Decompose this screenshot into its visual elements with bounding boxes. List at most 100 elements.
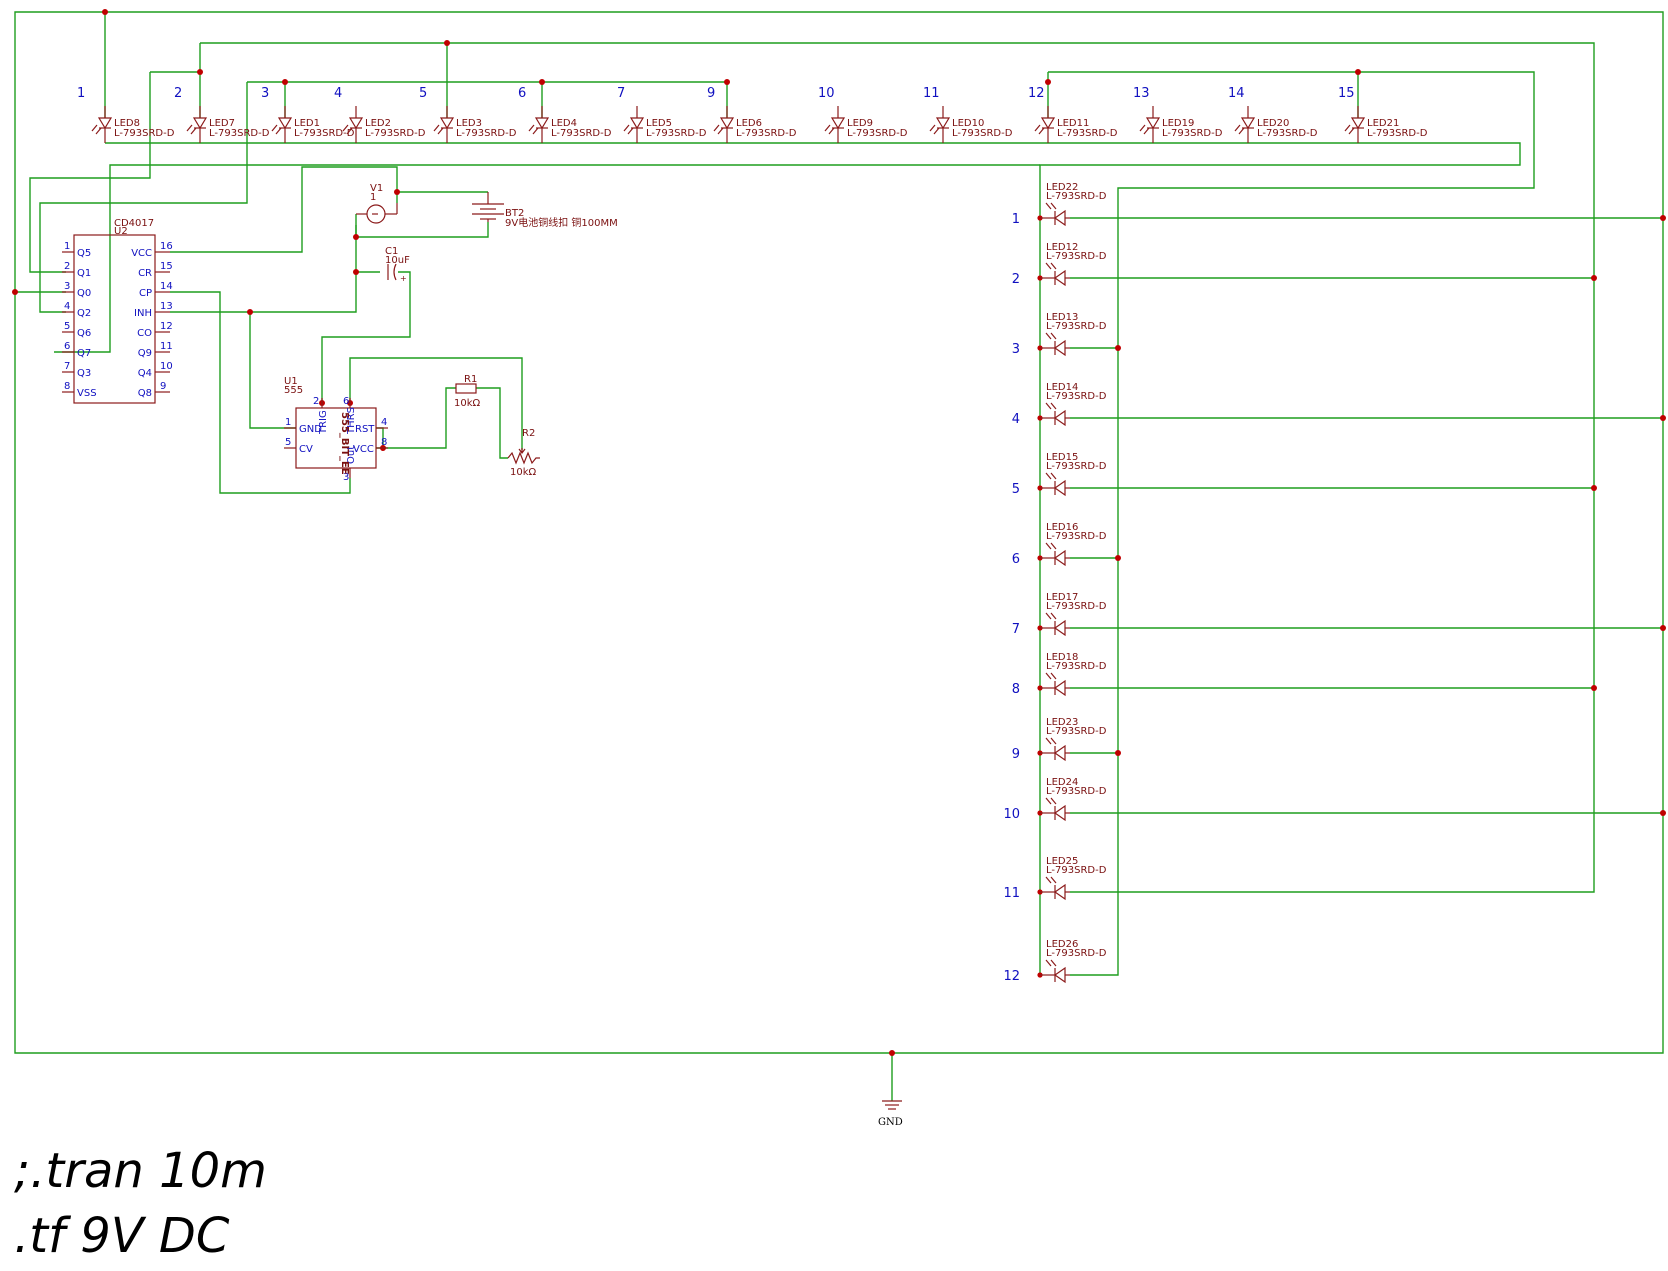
top-led-part: L-793SRD-D [847,128,908,139]
right-led-net-number: 3 [1012,342,1020,357]
top-led-part: L-793SRD-D [736,128,797,139]
right-led-net-number: 12 [1003,969,1020,984]
u2-value: CD4017 [114,218,154,229]
top-led-ref: LED9 [847,118,873,129]
right-led-ref: LED23 [1046,717,1078,728]
u2-left-pin-name: Q3 [77,368,91,379]
u2-ref: U2 [114,226,128,237]
right-led-part: L-793SRD-D [1046,461,1107,472]
u1-cv-num: 5 [285,437,291,448]
right-led-ref: LED17 [1046,592,1078,603]
u2-right-pin-name: INH [134,308,152,319]
right-led-part: L-793SRD-D [1046,391,1107,402]
u2-left-pin-name: VSS [77,388,97,399]
r1-resistor: R1 10kΩ [454,374,481,409]
top-led-net-number: 11 [923,86,940,101]
right-led-net-number: 9 [1012,747,1020,762]
u1-cv-name: CV [299,444,313,455]
top-led-part: L-793SRD-D [952,128,1013,139]
top-led-net-number: 14 [1228,86,1245,101]
right-led-part: L-793SRD-D [1046,601,1107,612]
c1-plus-sign: + [400,274,407,283]
r2-value: 10kΩ [510,467,537,478]
u2-right-pin-name: VCC [131,248,152,259]
u1-value: 555 [284,385,303,396]
top-led-part: L-793SRD-D [365,128,426,139]
u1-vcc-name: VCC [353,444,374,455]
right-led-ref: LED24 [1046,777,1078,788]
r2-ref: R2 [522,428,535,439]
c1-capacitor: + C1 10uF [385,246,410,283]
u2-right-pin-num: 16 [160,241,173,252]
top-led-ref: LED1 [294,118,320,129]
right-led-net-number: 6 [1012,552,1020,567]
right-led-net-number: 2 [1012,272,1020,287]
sim-directive-tf: .tf 9V DC [14,1208,230,1264]
right-led-part: L-793SRD-D [1046,321,1107,332]
bt2-value: 9V电池铜线扣 铜100MM [505,216,618,229]
right-led-net-number: 1 [1012,212,1020,227]
top-led-part: L-793SRD-D [551,128,612,139]
right-led-ref: LED25 [1046,856,1078,867]
top-led-ref: LED4 [551,118,577,129]
top-led-ref: LED21 [1367,118,1399,129]
u2-right-pin-num: 9 [160,381,166,392]
right-led-column: 1LED22L-793SRD-D2LED12L-793SRD-D3LED13L-… [1003,182,1106,984]
u2-right-pin-num: 11 [160,341,173,352]
v1-ref: V1 [370,183,383,194]
u2-right-pin-name: CO [137,328,152,339]
u1-thrs-num: 6 [343,396,349,407]
u2-right-pin-name: Q8 [138,388,152,399]
u2-left-pin-name: Q7 [77,348,91,359]
u1-out-name: Out [346,446,357,464]
u1-out-num: 3 [343,472,349,483]
u2-left-pin-num: 7 [64,361,70,372]
wires [14,11,1664,1101]
u2-left-pin-num: 6 [64,341,70,352]
right-led-part: L-793SRD-D [1046,661,1107,672]
u2-right-pin-num: 10 [160,361,173,372]
top-led-ref: LED11 [1057,118,1089,129]
right-led-ref: LED13 [1046,312,1078,323]
top-led-part: L-793SRD-D [209,128,270,139]
top-led-ref: LED19 [1162,118,1194,129]
u1-trig-num: 2 [313,396,319,407]
right-led-part: L-793SRD-D [1046,191,1107,202]
right-led-ref: LED14 [1046,382,1078,393]
right-led-net-number: 4 [1012,412,1020,427]
u1-gnd-num: 1 [285,417,291,428]
u2-left-pin-name: Q0 [77,288,91,299]
c1-ref: C1 [385,246,398,257]
r2-potentiometer: R2 10kΩ [507,428,540,478]
top-led-part: L-793SRD-D [456,128,517,139]
right-led-net-number: 8 [1012,682,1020,697]
top-led-net-number: 1 [77,86,85,101]
top-led-ref: LED8 [114,118,140,129]
u1-rst-name: RST [355,424,375,435]
right-led-net-number: 7 [1012,622,1020,637]
right-led-part: L-793SRD-D [1046,865,1107,876]
u1-vcc-num: 8 [381,437,387,448]
u2-left-pin-num: 5 [64,321,70,332]
u1-gnd-name: GND [299,424,322,435]
gnd-label: GND [878,1117,903,1128]
top-led-net-number: 9 [707,86,715,101]
top-led-net-number: 13 [1133,86,1150,101]
c1-value: 10uF [385,255,410,266]
top-led-net-number: 6 [518,86,526,101]
top-led-part: L-793SRD-D [1367,128,1428,139]
u2-left-pin-num: 3 [64,281,70,292]
top-led-ref: LED20 [1257,118,1289,129]
top-led-net-number: 10 [818,86,835,101]
